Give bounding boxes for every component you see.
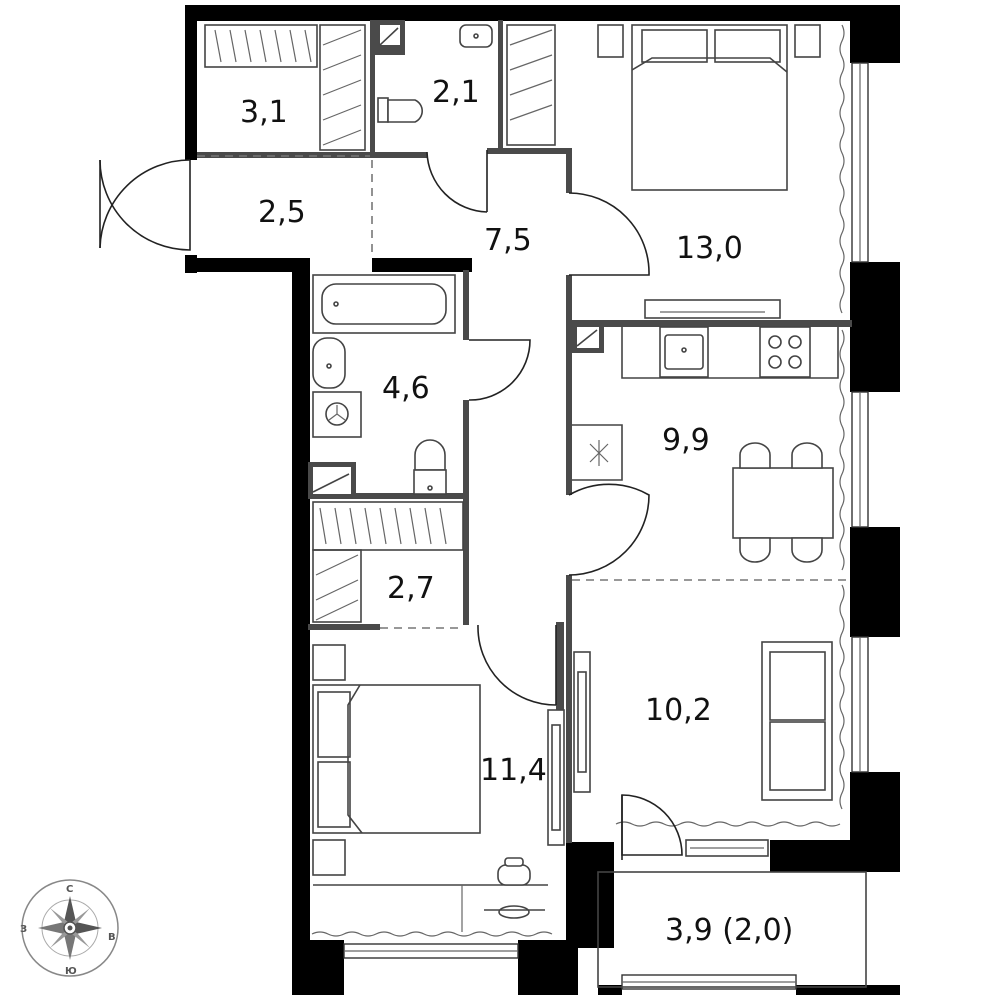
bathroom-fixtures — [308, 274, 456, 495]
room-area-toilet: 2,1 — [432, 75, 480, 110]
kitchen-fixtures — [572, 326, 839, 563]
outer-walls — [185, 5, 900, 995]
room-labels: 3,1 2,1 2,5 7,5 13,0 4,6 9,9 2,7 10,2 11… — [240, 75, 793, 948]
room-area-wardrobe: 2,7 — [387, 571, 435, 606]
bedroom-large-fixtures — [597, 24, 821, 319]
compass: С Ю З В — [20, 879, 119, 977]
compass-east-label: В — [108, 932, 116, 943]
bedroom-small-fixtures — [312, 644, 565, 932]
wardrobe-fixtures — [312, 501, 464, 623]
room-area-bathroom: 4,6 — [382, 371, 430, 406]
storage-top-left-fixtures — [204, 24, 556, 151]
compass-west-label: З — [20, 924, 27, 935]
curtains — [311, 24, 845, 937]
room-area-entrance: 2,5 — [258, 195, 306, 230]
room-area-storage: 3,1 — [240, 95, 288, 130]
toilet-room-fixtures — [375, 20, 493, 123]
room-area-kitchen: 9,9 — [662, 423, 710, 458]
balcony-outline — [597, 871, 867, 988]
dashed-openings — [197, 155, 850, 629]
compass-south-label: Ю — [65, 966, 77, 977]
room-area-bedroom-large: 13,0 — [676, 231, 743, 266]
room-area-hallway: 7,5 — [484, 223, 532, 258]
compass-rose-icon — [38, 896, 102, 960]
room-area-balcony: 3,9 (2,0) — [665, 913, 793, 948]
doors — [99, 150, 683, 860]
living-room-fixtures — [573, 641, 833, 857]
windows — [343, 62, 869, 990]
room-area-bedroom-small: 11,4 — [480, 753, 547, 788]
room-area-living-room: 10,2 — [645, 693, 712, 728]
compass-north-label: С — [66, 884, 73, 895]
